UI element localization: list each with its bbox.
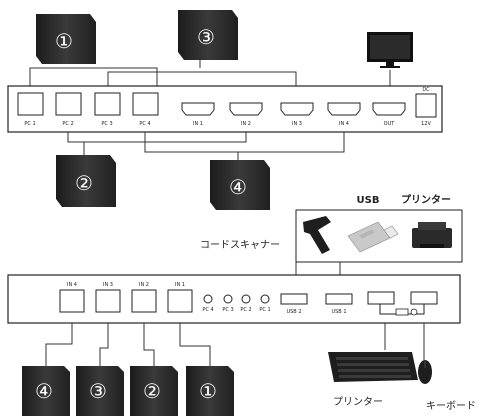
top-usb-label-1: PC 1 [24,121,35,127]
mouse-icon [418,360,432,384]
usb2-label: USB 2 [286,309,301,315]
top-hdmi-label-2: IN 2 [241,121,251,127]
usb-drive-icon [347,221,399,253]
bottom-pc-tower-2: ② [130,366,178,416]
top-hdmi-label-3: IN 3 [292,121,302,127]
top-panel-lower-cables [67,132,345,160]
keyboard-label: キーボード [426,400,476,412]
top-usb-label-3: PC 3 [101,121,112,127]
dc-label: DC [422,87,430,93]
bottom-pc-tower-3: ③ [76,366,124,416]
pc-tower-4: ④ [210,160,270,210]
usb1-label: USB 1 [331,309,346,315]
pc-number-1: ① [55,29,73,53]
usb-title: USB [357,195,380,206]
keyboard-icon [328,352,418,382]
pc-number-3: ③ [197,25,215,49]
pc-tower-3: ③ [178,10,238,60]
printer-icon [412,222,452,248]
bottom-printer-label: プリンター [333,396,383,408]
printer-title: プリンター [401,193,451,206]
bottom-pc-cables [45,323,425,366]
top-hdmi-ports [181,102,406,116]
bottom-in-label-2: IN 2 [139,282,149,288]
bottom-in-label-3: IN 3 [103,282,113,288]
pc-number-2: ② [75,171,93,195]
bottom-in-label-1: IN 1 [175,282,185,288]
top-usb-label-4: PC 4 [139,121,150,127]
pc-led-indicators [203,294,270,304]
bottom-pc-number-3: ③ [89,379,107,403]
keyboard-mouse-emblem [379,304,425,316]
bottom-usb-a-ports [280,291,438,305]
pc-tower-1: ① [36,14,96,64]
top-out-label: OUT [384,121,396,127]
pc-number-4: ④ [229,175,247,199]
power-voltage-label: 12V [421,121,431,127]
led-label-pc1: PC 1 [259,307,270,313]
led-label-pc2: PC 2 [240,307,251,313]
top-hdmi-label-4: IN 4 [339,121,349,127]
bottom-pc-tower-4: ④ [22,366,70,416]
led-label-pc3: PC 3 [222,307,233,313]
dc-power-jack [415,93,437,118]
scanner-label: コードスキャナー [200,239,280,251]
peripheral-cables [295,262,341,276]
top-usb-label-2: PC 2 [62,121,73,127]
pc-tower-2: ② [56,155,116,207]
bottom-pc-tower-1: ① [186,366,234,416]
barcode-scanner-icon [303,216,331,254]
top-hdmi-label-1: IN 1 [193,121,203,127]
top-usb-ports [17,92,159,116]
led-label-pc4: PC 4 [202,307,213,313]
bottom-in-label-4: IN 4 [67,282,77,288]
bottom-pc-number-2: ② [143,379,161,403]
bottom-pc-number-4: ④ [35,379,53,403]
bottom-input-ports [59,289,193,313]
bottom-pc-number-1: ① [199,379,217,403]
monitor-icon [367,32,413,68]
